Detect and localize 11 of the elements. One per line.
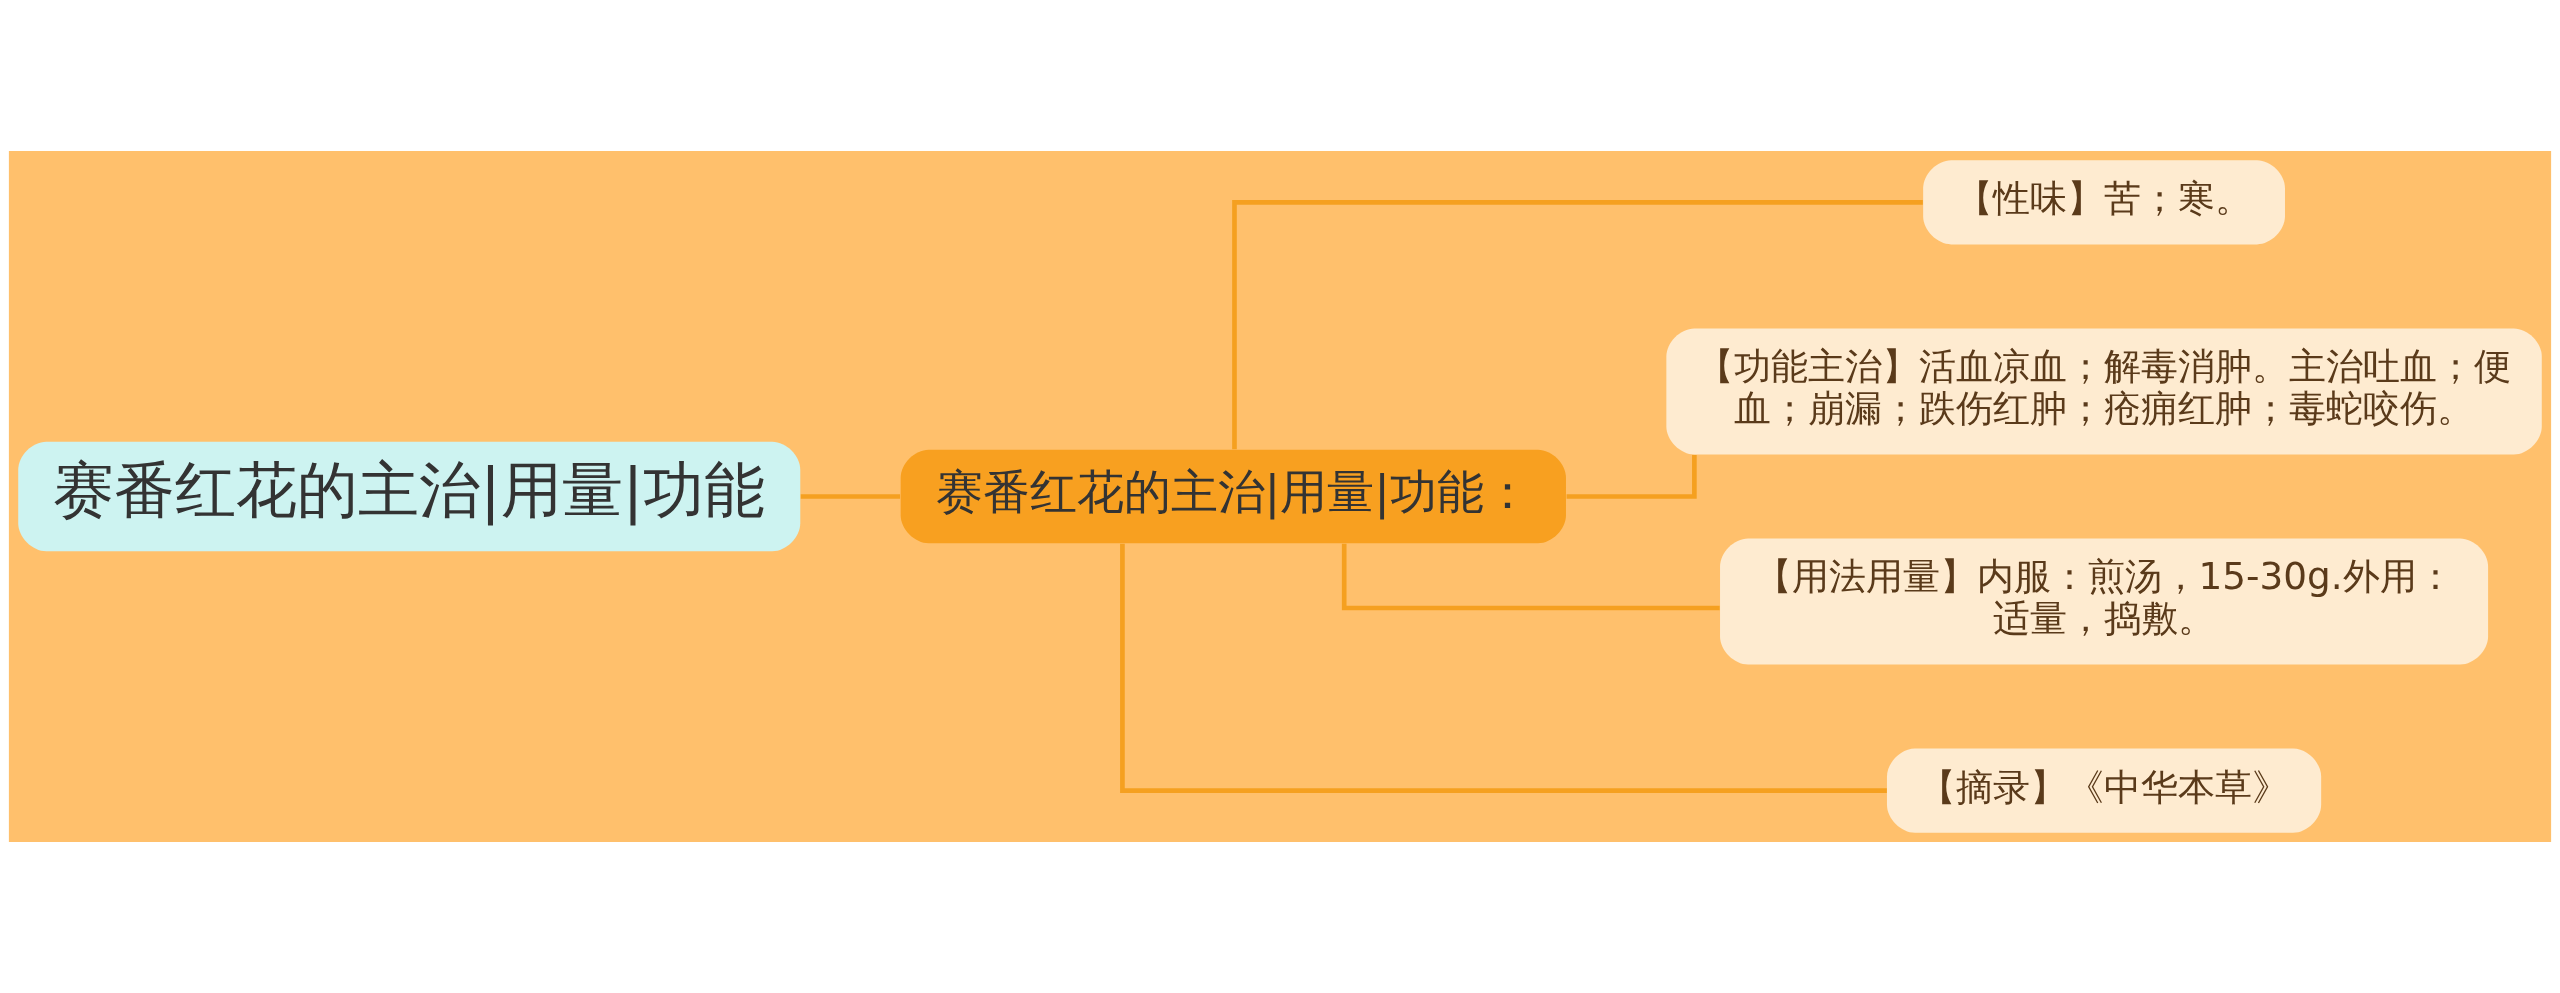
connector (1566, 454, 1697, 499)
connector (800, 494, 901, 499)
node-box: 【用法用量】内服：煎汤，15-30g.外用：适量，捣敷。 (1720, 538, 2489, 665)
connector (1341, 543, 1720, 611)
node-box: 赛番红花的主治|用量|功能 (18, 441, 801, 552)
connector (1120, 543, 1887, 793)
node-box: 赛番红花的主治|用量|功能： (900, 449, 1566, 544)
node-box: 【功能主治】活血凉血；解毒消肿。主治吐血；便血；崩漏；跌伤红肿；疮痈红肿；毒蛇咬伤。 (1666, 328, 2542, 455)
node-box: 【摘录】《中华本草》 (1886, 748, 2322, 833)
connector (1232, 200, 1923, 450)
node-box: 【性味】苦；寒。 (1923, 160, 2285, 245)
